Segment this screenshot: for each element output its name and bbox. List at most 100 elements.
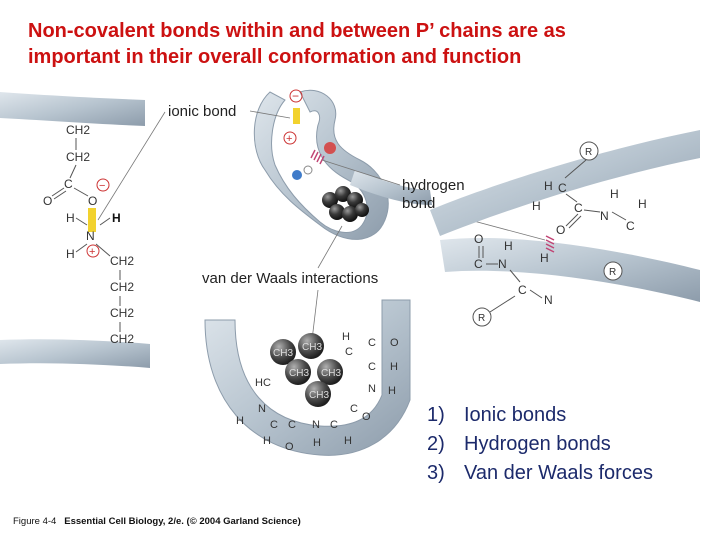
negative-charge-sign: −: [292, 89, 299, 103]
ionic-bond-highlight: [293, 108, 300, 124]
chem-c-g: C: [345, 346, 353, 358]
right-upper-chain-tube: [430, 130, 700, 236]
oxygen-atom: [324, 142, 336, 154]
chem-h-p: H: [344, 435, 352, 447]
r-group-label: R: [585, 147, 592, 158]
bond-type-text: Van der Waals forces: [464, 462, 653, 484]
bond-type-text: Hydrogen bonds: [464, 433, 611, 455]
hydrogen-bond-label-line2: bond: [402, 195, 435, 212]
bond-line: [565, 213, 579, 227]
bond-line: [564, 159, 587, 179]
folded-chain-tube: [253, 89, 389, 240]
right-lower-chain-tube: [440, 238, 700, 302]
chem-o-n: O: [285, 441, 294, 453]
slide-title-line2: important in their overall conformation …: [28, 46, 522, 68]
van-der-waals-pointer: [317, 225, 343, 269]
chem-h-m: H: [236, 415, 244, 427]
positive-charge-sign: +: [286, 133, 292, 145]
folded-chain-tail: [350, 170, 432, 205]
bond-type-item: 2)Hydrogen bonds: [427, 430, 653, 459]
chem-h-b: H: [610, 187, 619, 201]
chem-c-a: C: [558, 181, 567, 195]
chem-o-h: O: [390, 337, 399, 349]
chem-h-i: H: [390, 361, 398, 373]
negative-charge-icon: [96, 178, 110, 192]
chem-h-d: H: [532, 199, 541, 213]
bond-line: [53, 190, 67, 200]
bond-line: [95, 243, 111, 257]
r-group-label: R: [609, 267, 616, 278]
ch3-label: CH3: [273, 348, 293, 359]
bond-type-text: Ionic bonds: [464, 404, 567, 426]
bond-line: [568, 215, 582, 229]
positive-charge-icon: [86, 244, 100, 258]
chem-ch2-6: CH2: [110, 332, 134, 346]
chem-c-d: C: [474, 257, 483, 271]
van-der-waals-pointer: [311, 289, 319, 341]
chem-ch2-2: CH2: [66, 150, 90, 164]
chem-n-e: N: [544, 293, 553, 307]
chem-h-f: H: [540, 251, 549, 265]
chem-c-carboxyl: C: [64, 177, 73, 191]
chem-o-1: O: [43, 194, 52, 208]
van-der-waals-label: van der Waals interactions: [202, 270, 378, 287]
bond-line: [73, 187, 89, 197]
bond-line: [565, 193, 578, 203]
van-der-waals-cluster: [322, 186, 369, 222]
bond-type-item: 3) Van der Waals forces: [427, 459, 653, 488]
bond-line: [509, 269, 521, 283]
chem-ch2-3: CH2: [110, 254, 134, 268]
bond-types-list: 1)Ionic bonds 2)Hydrogen bonds 3) Van der…: [427, 401, 653, 488]
figure-number: Figure 4-4: [13, 516, 57, 527]
bond-line: [75, 217, 88, 226]
chem-n-i: N: [368, 383, 376, 395]
chem-n-k: N: [258, 403, 266, 415]
chem-h-e: H: [504, 239, 513, 253]
lower-chain-tube: [0, 339, 150, 368]
positive-charge-icon: [283, 131, 297, 145]
chem-c-c: C: [626, 219, 635, 233]
ch3-label: CH3: [309, 390, 329, 401]
ch3-cluster: [270, 333, 343, 407]
bond-line: [69, 164, 77, 179]
chem-h-j: H: [388, 385, 396, 397]
chem-o-j: O: [362, 411, 371, 423]
negative-charge-icon: [289, 89, 303, 103]
chem-c-i: C: [368, 361, 376, 373]
r-group-icon: [603, 261, 623, 281]
copyright: (© 2004 Garland Science): [186, 516, 301, 527]
bond-line: [529, 289, 543, 299]
ionic-bond-pointer: [97, 111, 166, 221]
chem-c-k: C: [270, 419, 278, 431]
bond-line: [489, 295, 516, 313]
chem-c-b: C: [574, 201, 583, 215]
bond-line: [99, 217, 111, 226]
folded-chain-panel: − + ionic bond hydrogen bond van der Waa…: [168, 89, 546, 341]
chem-o-c: O: [474, 232, 483, 246]
hydrogen-bond-label-line1: hydrogen: [402, 177, 465, 194]
ch3-label: CH3: [321, 368, 341, 379]
chem-n-b: N: [600, 209, 609, 223]
figure-caption: Figure 4-4 Essential Cell Biology, 2/e. …: [13, 516, 301, 527]
chem-h-o: H: [313, 437, 321, 449]
slide-title-line1: Non-covalent bonds within and between P’…: [28, 20, 566, 42]
bond-line: [51, 187, 65, 197]
chem-c-m: C: [330, 419, 338, 431]
book-title: Essential Cell Biology, 2/e.: [64, 516, 184, 527]
bond-line: [75, 243, 88, 253]
bond-type-number: 3): [427, 462, 445, 484]
chem-c-l: C: [288, 419, 296, 431]
chem-o-b: O: [556, 223, 565, 237]
chem-n-l: N: [312, 419, 320, 431]
nitrogen-atom: [292, 170, 302, 180]
hydrogen-bond-mark: [545, 235, 555, 253]
ch3-label: CH3: [302, 342, 322, 353]
hydrogen-atom: [303, 165, 313, 175]
negative-charge-sign: −: [99, 180, 105, 192]
r-group-icon: [472, 307, 492, 327]
r-group-label: R: [478, 313, 485, 324]
bond-type-item: 1)Ionic bonds: [427, 401, 653, 430]
ionic-bond-label-pointer: [249, 110, 291, 119]
chem-o-2: O: [88, 194, 97, 208]
ionic-bond-label: ionic bond: [168, 103, 236, 120]
